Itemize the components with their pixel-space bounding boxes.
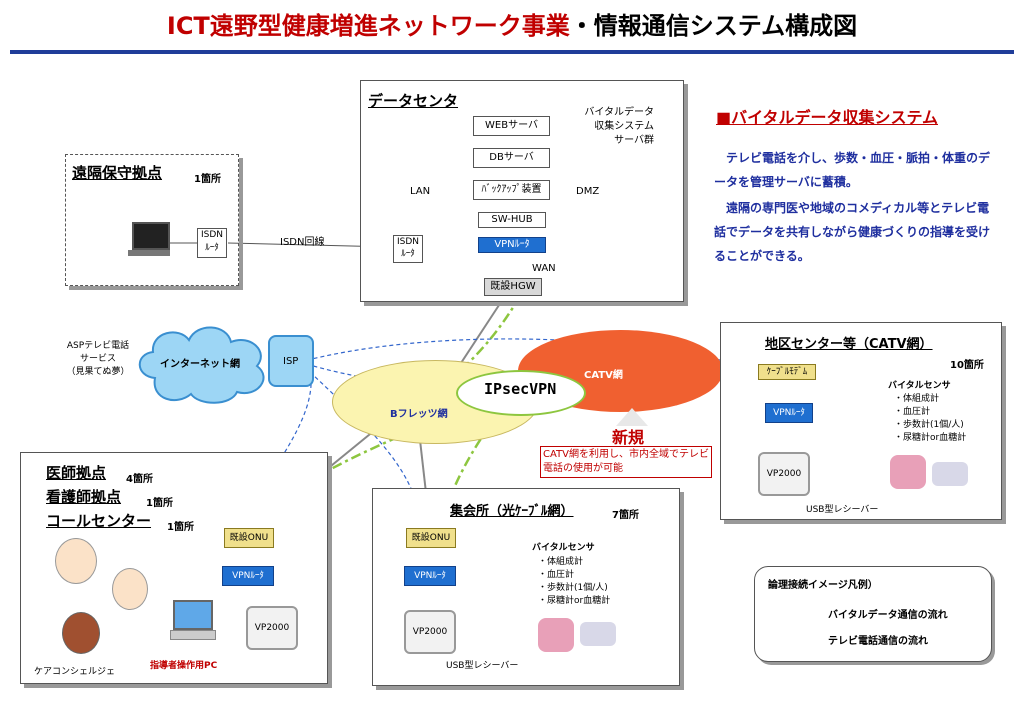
nurse-icon (112, 568, 148, 610)
isp-box (268, 335, 314, 387)
doctor-vpn-router: VPNﾙｰﾀ (222, 566, 274, 586)
bflets-label: Bフレッツ網 (390, 409, 448, 420)
hall-vpn-router: VPNﾙｰﾀ (404, 566, 456, 586)
hall-sensor-item: ・体組成計 (538, 557, 584, 567)
new-label: 新規 (612, 428, 645, 447)
datacenter-title: データセンタ (368, 92, 459, 110)
district-sensor-item: ・血圧計 (894, 407, 931, 417)
existing-hgw: 既設HGW (484, 278, 542, 296)
remote-title: 遠隔保守拠点 (72, 164, 163, 182)
vital-system-desc1: テレビ電話を介し、歩数・血圧・脈拍・体重のデータを管理サーバに蓄積。 (714, 151, 991, 189)
hall-sensor-list: ・体組成計 ・血圧計 ・歩数計(1個/人) ・尿糖計or血糖計 (538, 556, 610, 608)
callcenter-count: 1箇所 (167, 522, 194, 533)
doctor-title: 医師拠点 (46, 464, 107, 482)
district-sensor-list: ・体組成計 ・血圧計 ・歩数計(1個/人) ・尿糖計or血糖計 (894, 393, 966, 445)
hall-sensor-item: ・歩数計(1個/人) (538, 583, 608, 593)
callcenter-title: コールセンター (46, 512, 152, 530)
new-note: CATV網を利用し、市内全域でテレビ電話の使用が可能 (540, 446, 712, 478)
legend-box (754, 566, 992, 662)
district-usb-label: USB型レシーバー (806, 505, 879, 515)
cable-modem: ｹｰﾌﾞﾙﾓﾃﾞﾑ (758, 364, 816, 380)
district-sensor-item: ・体組成計 (894, 394, 940, 404)
datacenter-vpn-router: VPNﾙｰﾀ (478, 237, 546, 253)
hall-sensor-item: ・血圧計 (538, 570, 575, 580)
hall-blood-pressure-icon (580, 622, 616, 646)
internet-cloud-icon (138, 326, 265, 404)
dmz-label: DMZ (576, 186, 600, 197)
district-sensor-item: ・歩数計(1個/人) (894, 420, 964, 430)
wan-label: WAN (532, 263, 556, 274)
doctor-count: 4箇所 (126, 474, 153, 485)
pc-icon (170, 600, 216, 640)
district-title: 地区センター等（CATV網） (765, 337, 933, 352)
vital-system-desc2: 遠隔の専門医や地域のコメディカル等とテレビ電話でデータを共有しながら健康づくりの… (714, 201, 991, 263)
concierge-label: ケアコンシェルジェ (34, 667, 116, 677)
hall-count: 7箇所 (612, 510, 639, 521)
laptop-icon (128, 222, 170, 256)
sw-hub: SW-HUB (478, 212, 546, 228)
legend-tv-flow: テレビ電話通信の流れ (828, 636, 928, 647)
remote-count: 1箇所 (194, 174, 221, 185)
district-sensor-item: ・尿糖計or血糖計 (894, 433, 967, 443)
page-title: ICT遠野型健康増進ネットワーク事業・情報通信システム構成図 (0, 6, 1024, 41)
backup-device: ﾊﾞｯｸｱｯﾌﾟ装置 (473, 180, 550, 200)
doctor-onu: 既設ONU (224, 528, 274, 548)
concierge-icon (62, 612, 100, 654)
ipsec-vpn-label: IPsecVPN (484, 380, 557, 398)
nurse-count: 1箇所 (146, 498, 173, 509)
hall-title: 集会所（光ｹｰﾌﾞﾙ網） (450, 504, 574, 519)
ipsec-vpn-oval (456, 370, 586, 416)
title-rule (10, 50, 1014, 54)
vital-system-heading: ■バイタルデータ収集システム (716, 108, 938, 127)
remote-isdn-router: ISDN ﾙｰﾀ (197, 228, 227, 258)
legend-vital-flow: バイタルデータ通信の流れ (828, 610, 948, 621)
district-count: 10箇所 (950, 360, 984, 371)
body-scale-icon (890, 455, 926, 489)
pc-label: 指導者操作用PC (150, 661, 218, 671)
hall-sensor-title: バイタルセンサ (532, 543, 595, 553)
hall-usb-label: USB型レシーバー (446, 661, 519, 671)
server-group-label: バイタルデータ 収集システム サーバ群 (584, 107, 654, 146)
doctor-vp2000: VP2000 (246, 606, 298, 650)
asp-service-label: ASPテレビ電話 サービス （見果てぬ夢） (66, 341, 130, 377)
blood-pressure-icon (932, 462, 968, 486)
isp-label: ISP (283, 356, 299, 367)
doctor-icon (55, 538, 97, 584)
hall-vp2000: VP2000 (404, 610, 456, 654)
remote-maintenance-panel (65, 154, 239, 286)
hall-sensor-item: ・尿糖計or血糖計 (538, 596, 611, 606)
nurse-title: 看護師拠点 (46, 488, 122, 506)
new-arrow-icon (616, 408, 648, 426)
db-server: DBサーバ (473, 148, 550, 168)
district-vp2000: VP2000 (758, 452, 810, 496)
district-sensor-title: バイタルセンサ (888, 381, 951, 391)
isdn-line-label: ISDN回線 (280, 237, 325, 248)
hall-onu: 既設ONU (406, 528, 456, 548)
internet-label: インターネット網 (160, 359, 240, 370)
lan-label: LAN (410, 186, 431, 197)
district-vpn-router: VPNﾙｰﾀ (765, 403, 813, 423)
title-main: ICT遠野型健康増進ネットワーク事業 (166, 12, 570, 40)
title-sub: ・情報通信システム構成図 (569, 12, 858, 40)
catv-label: CATV網 (584, 370, 623, 381)
hall-body-scale-icon (538, 618, 574, 652)
legend-title: 論理接続イメージ凡例） (768, 580, 878, 591)
datacenter-isdn-router: ISDN ﾙｰﾀ (393, 235, 423, 263)
web-server: WEBサーバ (473, 116, 550, 136)
